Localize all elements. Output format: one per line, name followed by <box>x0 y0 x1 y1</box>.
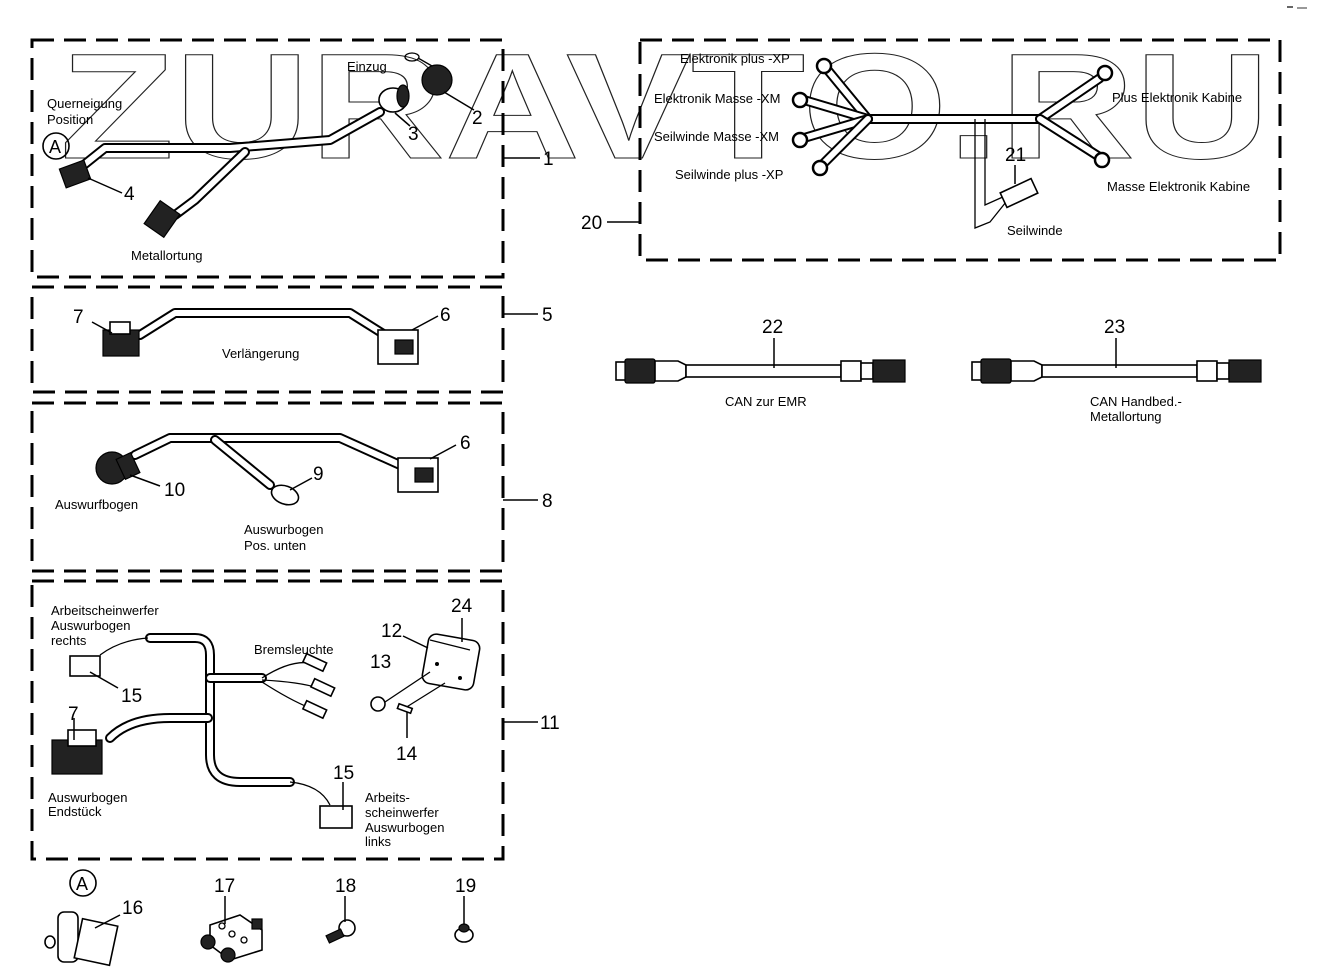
svg-text:17: 17 <box>214 876 235 897</box>
group-20: 20 21 Elektronik plus -XP Elektronik Mas… <box>581 38 1282 262</box>
svg-text:6: 6 <box>440 305 451 326</box>
svg-text:Bremsleuchte: Bremsleuchte <box>254 642 333 657</box>
svg-text:22: 22 <box>762 317 783 338</box>
group-1-number: 1 <box>543 149 554 170</box>
part-17: 17 <box>200 876 263 963</box>
svg-text:links: links <box>365 834 392 849</box>
svg-text:A: A <box>76 874 88 894</box>
svg-text:Metallortung: Metallortung <box>1090 409 1162 424</box>
svg-text:CAN zur EMR: CAN zur EMR <box>725 394 807 409</box>
group-11-frame <box>30 579 505 861</box>
group-20-frame <box>638 38 1282 262</box>
svg-text:Elektronik plus -XP: Elektronik plus -XP <box>680 51 790 66</box>
part-18: 18 <box>325 876 356 944</box>
svg-text:Auswurbogen: Auswurbogen <box>51 618 131 633</box>
svg-text:23: 23 <box>1104 317 1125 338</box>
svg-text:16: 16 <box>122 898 143 919</box>
svg-text:20: 20 <box>581 213 602 234</box>
svg-text:12: 12 <box>381 621 402 642</box>
group-11: 11 15 7 15 24 <box>30 579 560 861</box>
bulb-13 <box>370 696 386 712</box>
svg-text:scheinwerfer: scheinwerfer <box>365 805 439 820</box>
svg-text:A: A <box>49 137 61 157</box>
svg-text:Pos. unten: Pos. unten <box>244 538 306 553</box>
svg-text:rechts: rechts <box>51 633 87 648</box>
svg-text:Elektronik Masse -XM: Elektronik Masse -XM <box>654 91 780 106</box>
can-cable-23: 23 CAN Handbed.- Metallortung <box>971 317 1262 424</box>
svg-text:Arbeitscheinwerfer: Arbeitscheinwerfer <box>51 603 159 618</box>
svg-text:11: 11 <box>540 713 560 734</box>
svg-text:14: 14 <box>396 744 418 765</box>
group-1: 1 4 3 2 Querneigung Position A Einzug Me… <box>30 38 554 279</box>
svg-text:Verlängerung: Verlängerung <box>222 346 299 361</box>
svg-text:Plus Elektronik Kabine: Plus Elektronik Kabine <box>1112 90 1242 105</box>
group-5: 5 21 7 6 Verlängerung <box>30 285 553 394</box>
connector-4 <box>58 159 92 189</box>
part-16: A 16 <box>44 869 143 967</box>
svg-text:Auswurbogen: Auswurbogen <box>244 522 324 537</box>
svg-text:4: 4 <box>124 184 135 205</box>
part-19: 19 <box>454 876 476 943</box>
pin-14 <box>396 702 414 715</box>
svg-text:8: 8 <box>542 491 553 512</box>
connector-9 <box>270 484 300 506</box>
svg-text:Position: Position <box>47 112 93 127</box>
group-8-frame <box>30 401 505 573</box>
group-8: 8 10 9 6 Auswurfbogen Auswurbogen Pos. u… <box>30 401 553 573</box>
brake-lamp-24 <box>421 633 481 691</box>
svg-text:Auswurbogen: Auswurbogen <box>365 820 445 835</box>
group-5-frame <box>30 285 505 394</box>
svg-text:Querneigung: Querneigung <box>47 96 122 111</box>
svg-text:21: 21 <box>1005 145 1026 166</box>
svg-text:Seilwinde Masse -XM: Seilwinde Masse -XM <box>654 129 779 144</box>
svg-text:6: 6 <box>460 433 471 454</box>
marker-a <box>42 132 70 160</box>
svg-text:7: 7 <box>73 307 84 328</box>
corner-mark <box>1287 6 1307 9</box>
svg-text:15: 15 <box>333 763 354 784</box>
svg-text:Einzug: Einzug <box>347 59 387 74</box>
svg-text:18: 18 <box>335 876 356 897</box>
svg-text:Masse Elektronik Kabine: Masse Elektronik Kabine <box>1107 179 1250 194</box>
svg-text:2: 2 <box>472 108 483 129</box>
svg-text:Endstück: Endstück <box>48 804 102 819</box>
connector-15-rechts <box>69 655 101 677</box>
svg-text:5: 5 <box>542 305 553 326</box>
svg-text:9: 9 <box>313 464 324 485</box>
svg-text:Auswurfbogen: Auswurfbogen <box>55 497 138 512</box>
svg-text:7: 7 <box>68 704 79 725</box>
svg-text:10: 10 <box>164 480 185 501</box>
svg-text:13: 13 <box>370 652 391 673</box>
connector-15-links <box>319 805 353 829</box>
connector-21 <box>999 177 1039 209</box>
svg-text:24: 24 <box>451 596 473 617</box>
svg-text:Seilwinde plus -XP: Seilwinde plus -XP <box>675 167 783 182</box>
svg-text:Seilwinde: Seilwinde <box>1007 223 1063 238</box>
can-cable-22: 22 CAN zur EMR <box>615 317 906 409</box>
svg-text:3: 3 <box>408 124 419 145</box>
svg-text:Metallortung: Metallortung <box>131 248 203 263</box>
metallortung-plug <box>143 199 181 239</box>
svg-text:15: 15 <box>121 686 142 707</box>
svg-text:Arbeits-: Arbeits- <box>365 790 410 805</box>
cap-2 <box>421 64 453 96</box>
svg-text:19: 19 <box>455 876 476 897</box>
svg-text:CAN Handbed.-: CAN Handbed.- <box>1090 394 1182 409</box>
svg-text:Auswurbogen: Auswurbogen <box>48 790 128 805</box>
watermark: ZURAVTO.RU <box>60 22 1270 190</box>
